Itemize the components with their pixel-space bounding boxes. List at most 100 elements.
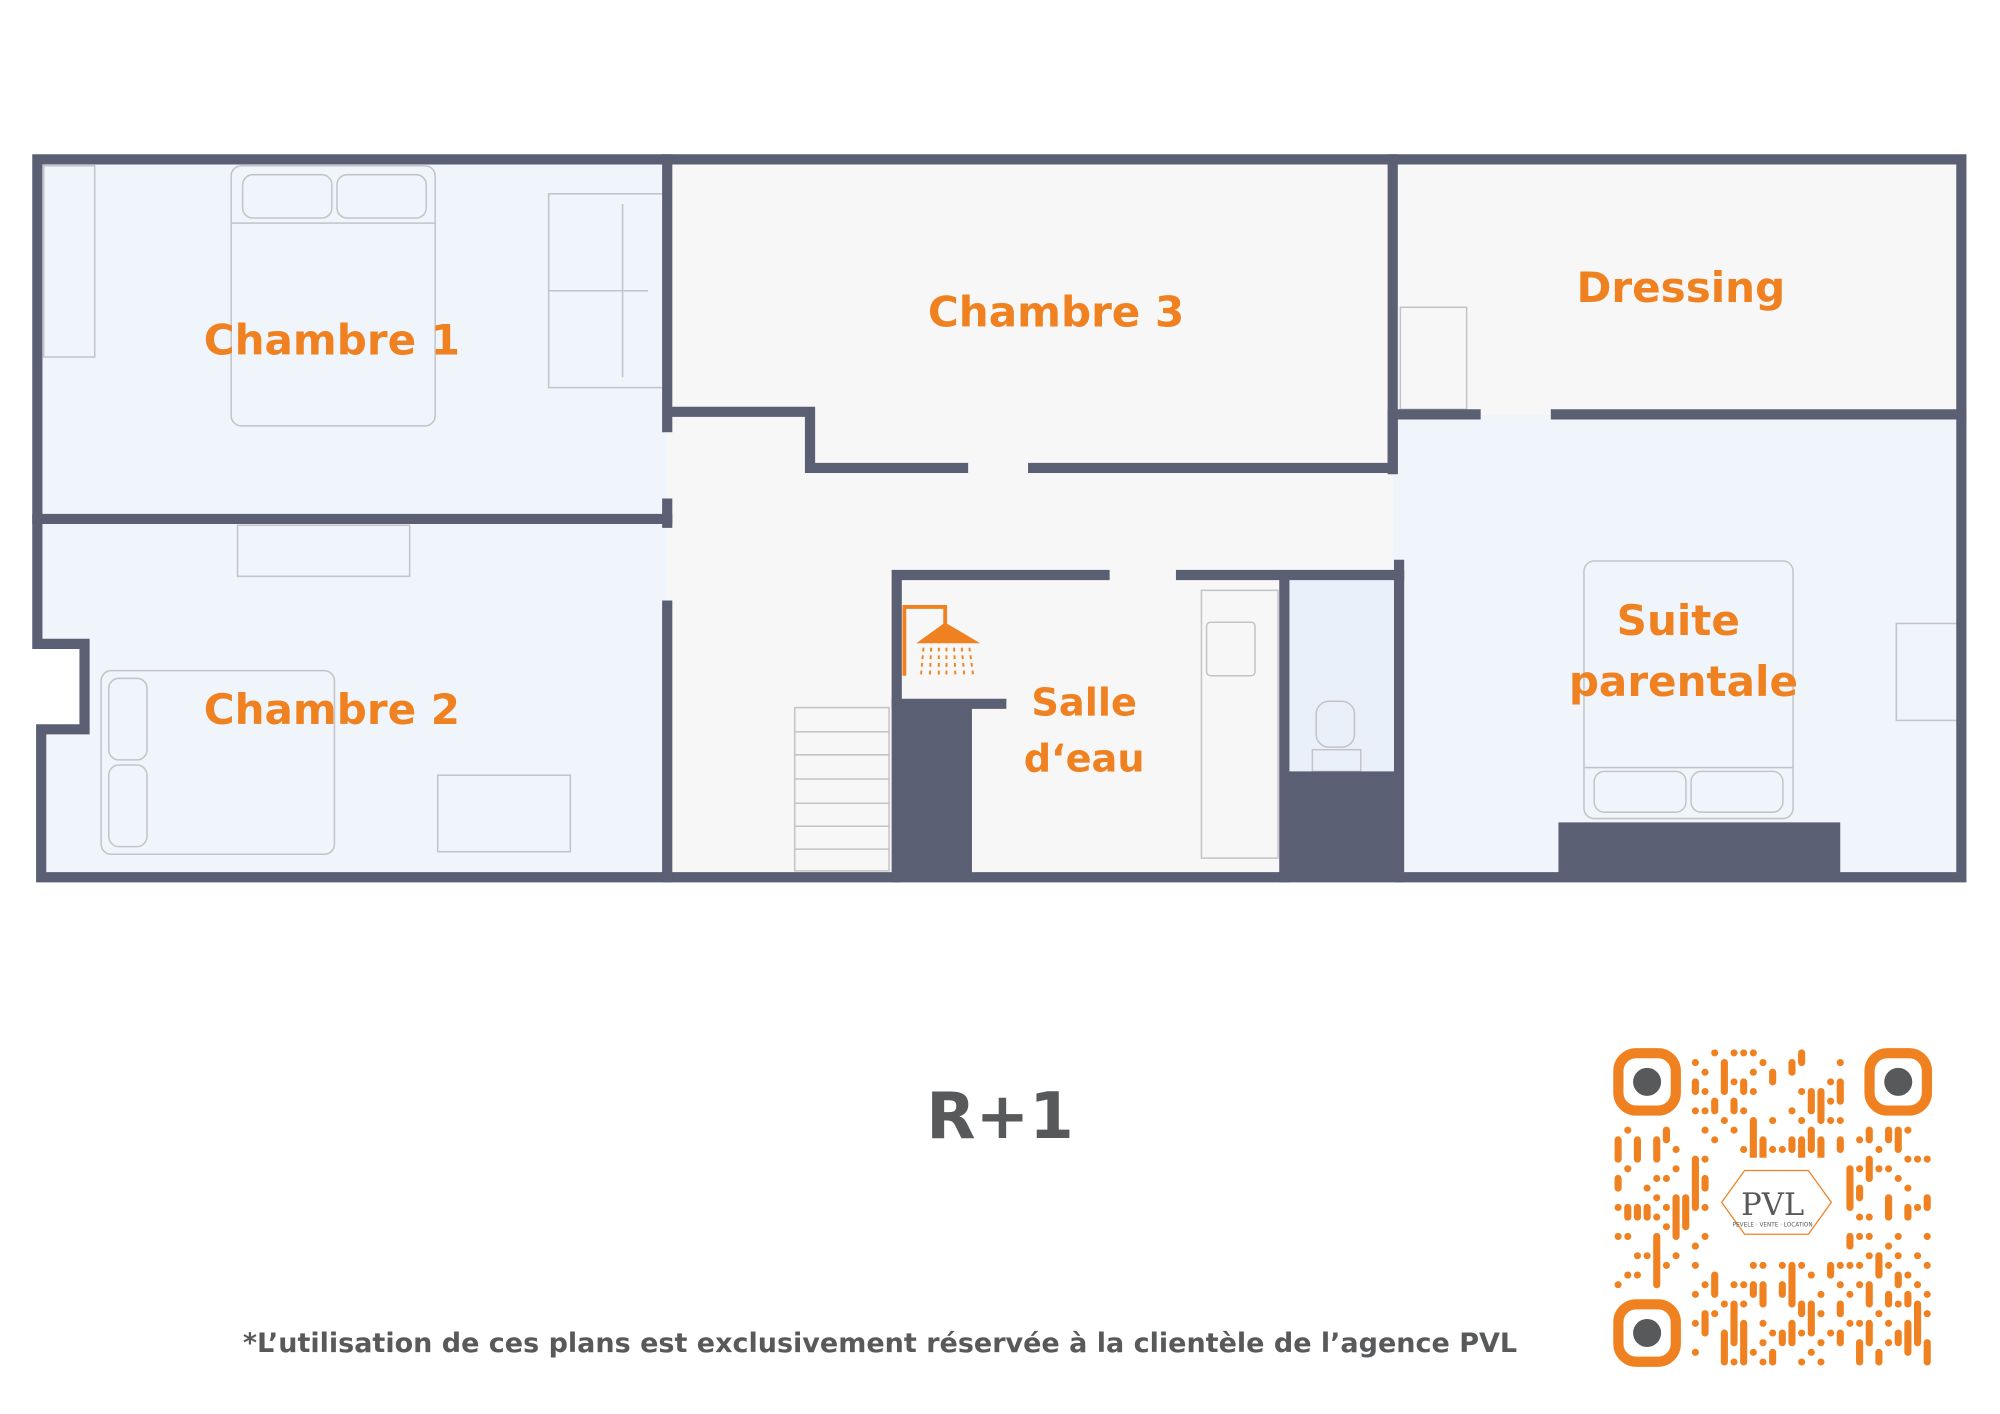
qr-module bbox=[1807, 1126, 1815, 1154]
qr-code: PVL PEVELE · VENTE · LOCATION bbox=[1613, 1048, 1933, 1367]
qr-module bbox=[1624, 1271, 1632, 1279]
qr-module bbox=[1701, 1281, 1709, 1289]
qr-module bbox=[1682, 1194, 1690, 1231]
qr-module bbox=[1740, 1078, 1748, 1096]
qr-module bbox=[1701, 1203, 1709, 1212]
stairs bbox=[793, 706, 890, 872]
hall-floor bbox=[667, 159, 1393, 878]
qr-module bbox=[1865, 1155, 1873, 1183]
qr-module bbox=[1614, 1174, 1622, 1192]
qr-module bbox=[1827, 1261, 1835, 1279]
qr-module bbox=[1894, 1232, 1902, 1240]
qr-module bbox=[1633, 1067, 1662, 1096]
qr-module bbox=[1817, 1310, 1825, 1318]
qr-module bbox=[1923, 1194, 1931, 1212]
qr-module bbox=[1691, 1078, 1699, 1096]
qr-module bbox=[1885, 1242, 1893, 1250]
room-label-dressing: Dressing bbox=[1576, 263, 1785, 312]
qr-module bbox=[1827, 1329, 1835, 1337]
bed bbox=[230, 164, 436, 427]
qr-module bbox=[1798, 1329, 1806, 1337]
qr-module bbox=[1798, 1261, 1806, 1269]
qr-module bbox=[1778, 1329, 1786, 1347]
qr-module bbox=[1711, 1271, 1719, 1298]
qr-module bbox=[1633, 1271, 1641, 1279]
qr-module bbox=[1875, 1310, 1883, 1318]
qr-module bbox=[1913, 1252, 1922, 1260]
qr-module bbox=[1923, 1232, 1931, 1240]
qr-module bbox=[1788, 1059, 1796, 1076]
qr-module bbox=[1740, 1145, 1748, 1154]
qr-module bbox=[1798, 1300, 1806, 1318]
suite-floor bbox=[1392, 414, 1962, 878]
qr-module bbox=[1788, 1107, 1796, 1115]
qr-module bbox=[1798, 1116, 1806, 1125]
qr-module bbox=[1662, 1174, 1670, 1183]
qr-module bbox=[1817, 1290, 1825, 1298]
qr-module bbox=[1817, 1339, 1825, 1347]
qr-module bbox=[1817, 1087, 1825, 1125]
chambre2-floor bbox=[37, 518, 668, 878]
qr-module bbox=[1633, 1203, 1641, 1221]
qr-module bbox=[1836, 1078, 1844, 1105]
qr-module bbox=[1691, 1319, 1699, 1327]
qr-module bbox=[1846, 1290, 1854, 1298]
qr-module bbox=[1749, 1049, 1757, 1057]
qr-module bbox=[1894, 1329, 1902, 1347]
qr-module bbox=[1788, 1136, 1796, 1154]
qr-module bbox=[1913, 1203, 1922, 1212]
qr-module bbox=[1923, 1310, 1931, 1318]
qr-module bbox=[1672, 1252, 1680, 1260]
qr-module bbox=[1798, 1358, 1806, 1366]
qr-module bbox=[1633, 1136, 1641, 1163]
qr-module bbox=[1923, 1155, 1931, 1163]
qr-module bbox=[1633, 1252, 1641, 1260]
qr-module bbox=[1701, 1174, 1709, 1192]
qr-module bbox=[1720, 1116, 1728, 1125]
qr-module bbox=[1759, 1059, 1767, 1067]
qr-module bbox=[1865, 1213, 1873, 1221]
sink bbox=[1205, 621, 1256, 677]
qr-module bbox=[1875, 1145, 1883, 1154]
qr-module bbox=[1701, 1087, 1709, 1096]
qr-module bbox=[1885, 1194, 1893, 1221]
room-label-chambre2: Chambre 2 bbox=[204, 685, 460, 734]
qr-module bbox=[1701, 1126, 1709, 1134]
qr-module bbox=[1923, 1290, 1931, 1298]
qr-module bbox=[1846, 1165, 1854, 1212]
qr-module bbox=[1913, 1300, 1922, 1347]
room-label-chambre1: Chambre 1 bbox=[204, 315, 460, 364]
qr-module bbox=[1769, 1145, 1777, 1154]
vanity bbox=[1200, 589, 1279, 859]
qr-module bbox=[1836, 1261, 1844, 1269]
qr-module bbox=[1856, 1339, 1864, 1366]
qr-module bbox=[1633, 1318, 1662, 1348]
qr-module bbox=[1662, 1261, 1670, 1269]
qr-module bbox=[1759, 1319, 1767, 1327]
qr-module bbox=[1875, 1165, 1883, 1173]
qr-module bbox=[1894, 1252, 1902, 1260]
bed bbox=[100, 669, 336, 856]
qr-module bbox=[1701, 1155, 1709, 1163]
qr-module bbox=[1846, 1261, 1854, 1269]
qr-module bbox=[1711, 1310, 1719, 1318]
qr-module bbox=[1749, 1261, 1757, 1269]
qr-module bbox=[1730, 1300, 1738, 1347]
qr-module bbox=[1711, 1136, 1719, 1144]
qr-module bbox=[1807, 1087, 1815, 1115]
qr-module bbox=[1711, 1097, 1719, 1115]
qr-module bbox=[1894, 1300, 1902, 1308]
qr-module bbox=[1865, 1319, 1873, 1347]
qr-module bbox=[1807, 1271, 1815, 1279]
qr-module bbox=[1643, 1252, 1651, 1260]
qr-module bbox=[1798, 1049, 1806, 1067]
qr-module bbox=[1904, 1155, 1912, 1163]
qr-module bbox=[1807, 1300, 1815, 1337]
qr-module bbox=[1904, 1126, 1912, 1134]
qr-module bbox=[1827, 1097, 1835, 1105]
qr-module bbox=[1672, 1165, 1680, 1173]
qr-module bbox=[1807, 1348, 1815, 1356]
wall-blocks bbox=[896, 701, 1841, 880]
qr-logo-tagline: PEVELE · VENTE · LOCATION bbox=[1733, 1223, 1813, 1229]
qr-module bbox=[1740, 1049, 1748, 1057]
